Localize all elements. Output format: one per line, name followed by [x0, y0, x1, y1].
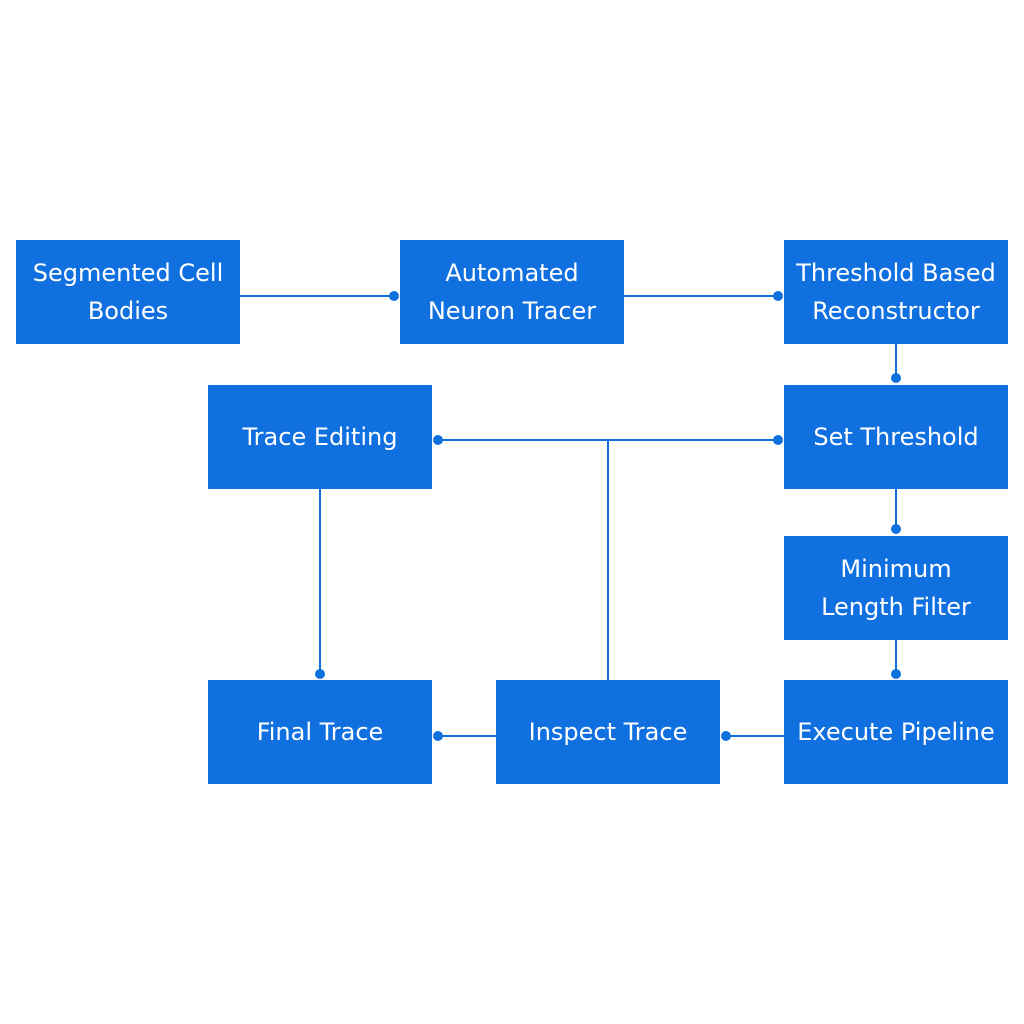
node-automated-neuron-tracer: Automated Neuron Tracer [400, 240, 624, 344]
node-minimum-length-filter: Minimum Length Filter [784, 536, 1008, 640]
connector-dot [721, 731, 731, 741]
connector-dot [433, 435, 443, 445]
connector-dot [891, 373, 901, 383]
node-trace-editing: Trace Editing [208, 385, 432, 489]
node-segmented-cell-bodies: Segmented Cell Bodies [16, 240, 240, 344]
node-final-trace: Final Trace [208, 680, 432, 784]
connector-dot [433, 731, 443, 741]
node-threshold-based-reconstructor: Threshold Based Reconstructor [784, 240, 1008, 344]
connector-dot [891, 669, 901, 679]
connector-dot [891, 524, 901, 534]
node-execute-pipeline: Execute Pipeline [784, 680, 1008, 784]
connector-dot [315, 669, 325, 679]
node-set-threshold: Set Threshold [784, 385, 1008, 489]
connector-dot [773, 291, 783, 301]
connector-dot [389, 291, 399, 301]
node-inspect-trace: Inspect Trace [496, 680, 720, 784]
connector-dot [773, 435, 783, 445]
